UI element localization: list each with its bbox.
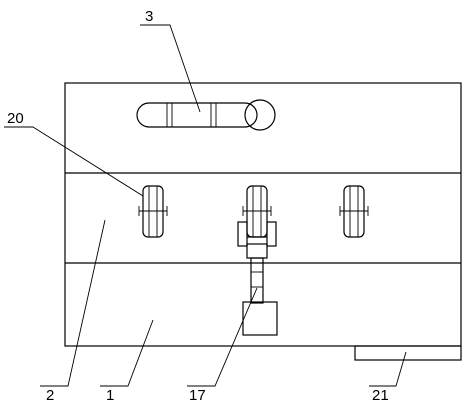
leader-21 <box>369 351 407 387</box>
leader-20 <box>4 126 144 197</box>
label-2: 2 <box>46 387 54 404</box>
adjusting-rod <box>250 257 264 304</box>
label-21: 21 <box>372 387 389 404</box>
handle <box>136 99 276 131</box>
leader-3 <box>140 24 201 113</box>
roller-right <box>339 185 369 238</box>
base-block <box>354 345 462 361</box>
leader-lines <box>4 24 407 387</box>
roller-bracket <box>237 221 277 259</box>
adjusting-block <box>242 301 278 336</box>
handle-knob <box>244 99 276 131</box>
leader-2 <box>40 219 106 387</box>
label-1: 1 <box>106 387 114 404</box>
leader-17 <box>187 287 258 387</box>
label-17: 17 <box>189 387 206 404</box>
label-3: 3 <box>145 8 153 25</box>
leader-1 <box>100 319 154 387</box>
housing-body <box>64 82 462 347</box>
label-20: 20 <box>7 110 24 127</box>
roller-left <box>138 185 168 238</box>
